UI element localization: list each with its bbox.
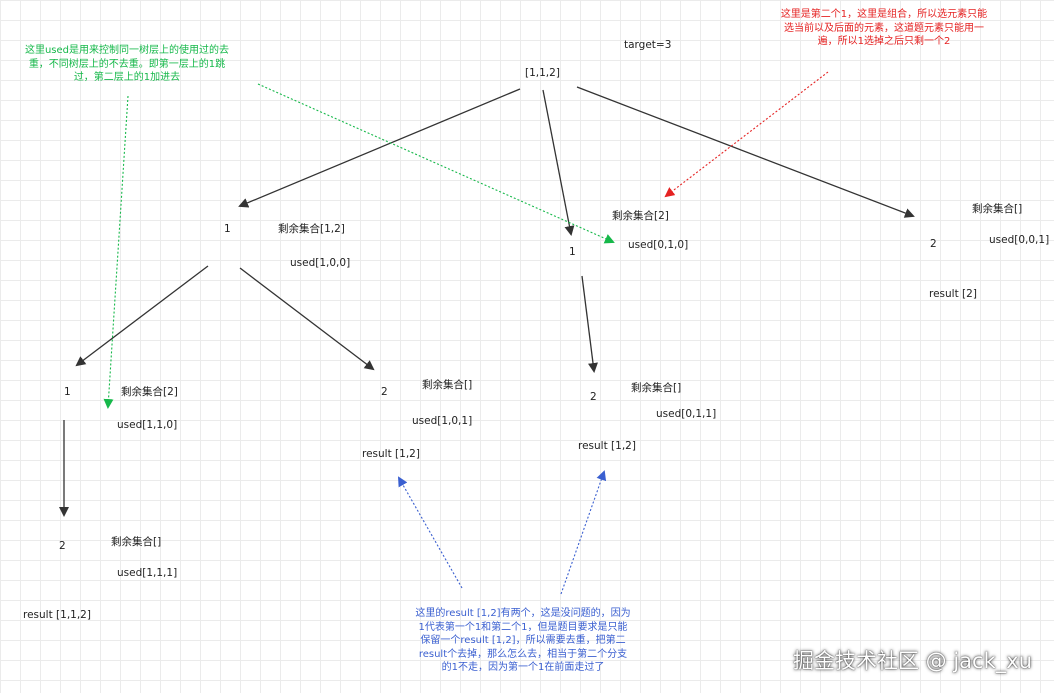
l1-right-result: result [2] [929,288,977,300]
blue-arrow-to-result-c [560,470,607,595]
l1-right-used: used[0,0,1] [989,234,1050,246]
l2-c-value: 2 [590,391,597,403]
l1-left-remain: 剩余集合[1,2] [278,223,345,235]
blue-annotation: 这里的result [1,2]有两个，这是没问题的，因为1代表第一个1和第二个1… [415,608,631,673]
edge-left-to-l2b [239,267,375,371]
l1-mid-value: 1 [569,246,576,258]
l3-a-result: result [1,1,2] [23,609,91,621]
root-node: [1,1,2] [525,67,560,79]
target-label: target=3 [624,39,672,51]
green-annotation: 这里used是用来控制同一树层上的使用过的去重，不同树层上的不去重。即第一层上的… [24,45,230,83]
l2-b-value: 2 [381,386,388,398]
l2-b-remain: 剩余集合[] [422,379,473,391]
l1-mid-used: used[0,1,0] [628,239,689,251]
edge-root-to-right [576,86,915,218]
l2-c-remain: 剩余集合[] [631,382,682,394]
l2-a-value: 1 [64,386,71,398]
l3-a-remain: 剩余集合[] [111,536,162,548]
l3-a-used: used[1,1,1] [117,567,178,579]
l2-c-used: used[0,1,1] [656,408,717,420]
l2-a-remain: 剩余集合[2] [121,386,178,398]
edge-left-to-l2a [75,265,209,367]
edge-mid-to-l2c [581,275,598,373]
l3-a-value: 2 [59,540,66,552]
l1-left-value: 1 [224,223,231,235]
l2-b-used: used[1,0,1] [412,415,473,427]
blue-arrow-to-result-b [398,476,463,589]
l2-b-result: result [1,2] [362,448,420,460]
green-arrow-to-l2-used [103,95,129,409]
l1-right-value: 2 [930,238,937,250]
edge-root-to-mid [542,89,575,236]
green-arrow-to-mid-used [257,83,615,244]
red-arrow-to-mid-remain [664,71,829,198]
l1-left-used: used[1,0,0] [290,257,351,269]
l1-mid-remain: 剩余集合[2] [612,210,669,222]
edge-root-to-left [238,88,521,208]
red-annotation: 这里是第二个1，这里是组合，所以选元素只能选当前以及后面的元素，这道题元素只能用… [780,9,988,47]
watermark: 掘金技术社区 @ jack_xu [793,649,1032,673]
l2-a-used: used[1,1,0] [117,419,178,431]
l2-c-result: result [1,2] [578,440,636,452]
l1-right-remain: 剩余集合[] [972,203,1023,215]
